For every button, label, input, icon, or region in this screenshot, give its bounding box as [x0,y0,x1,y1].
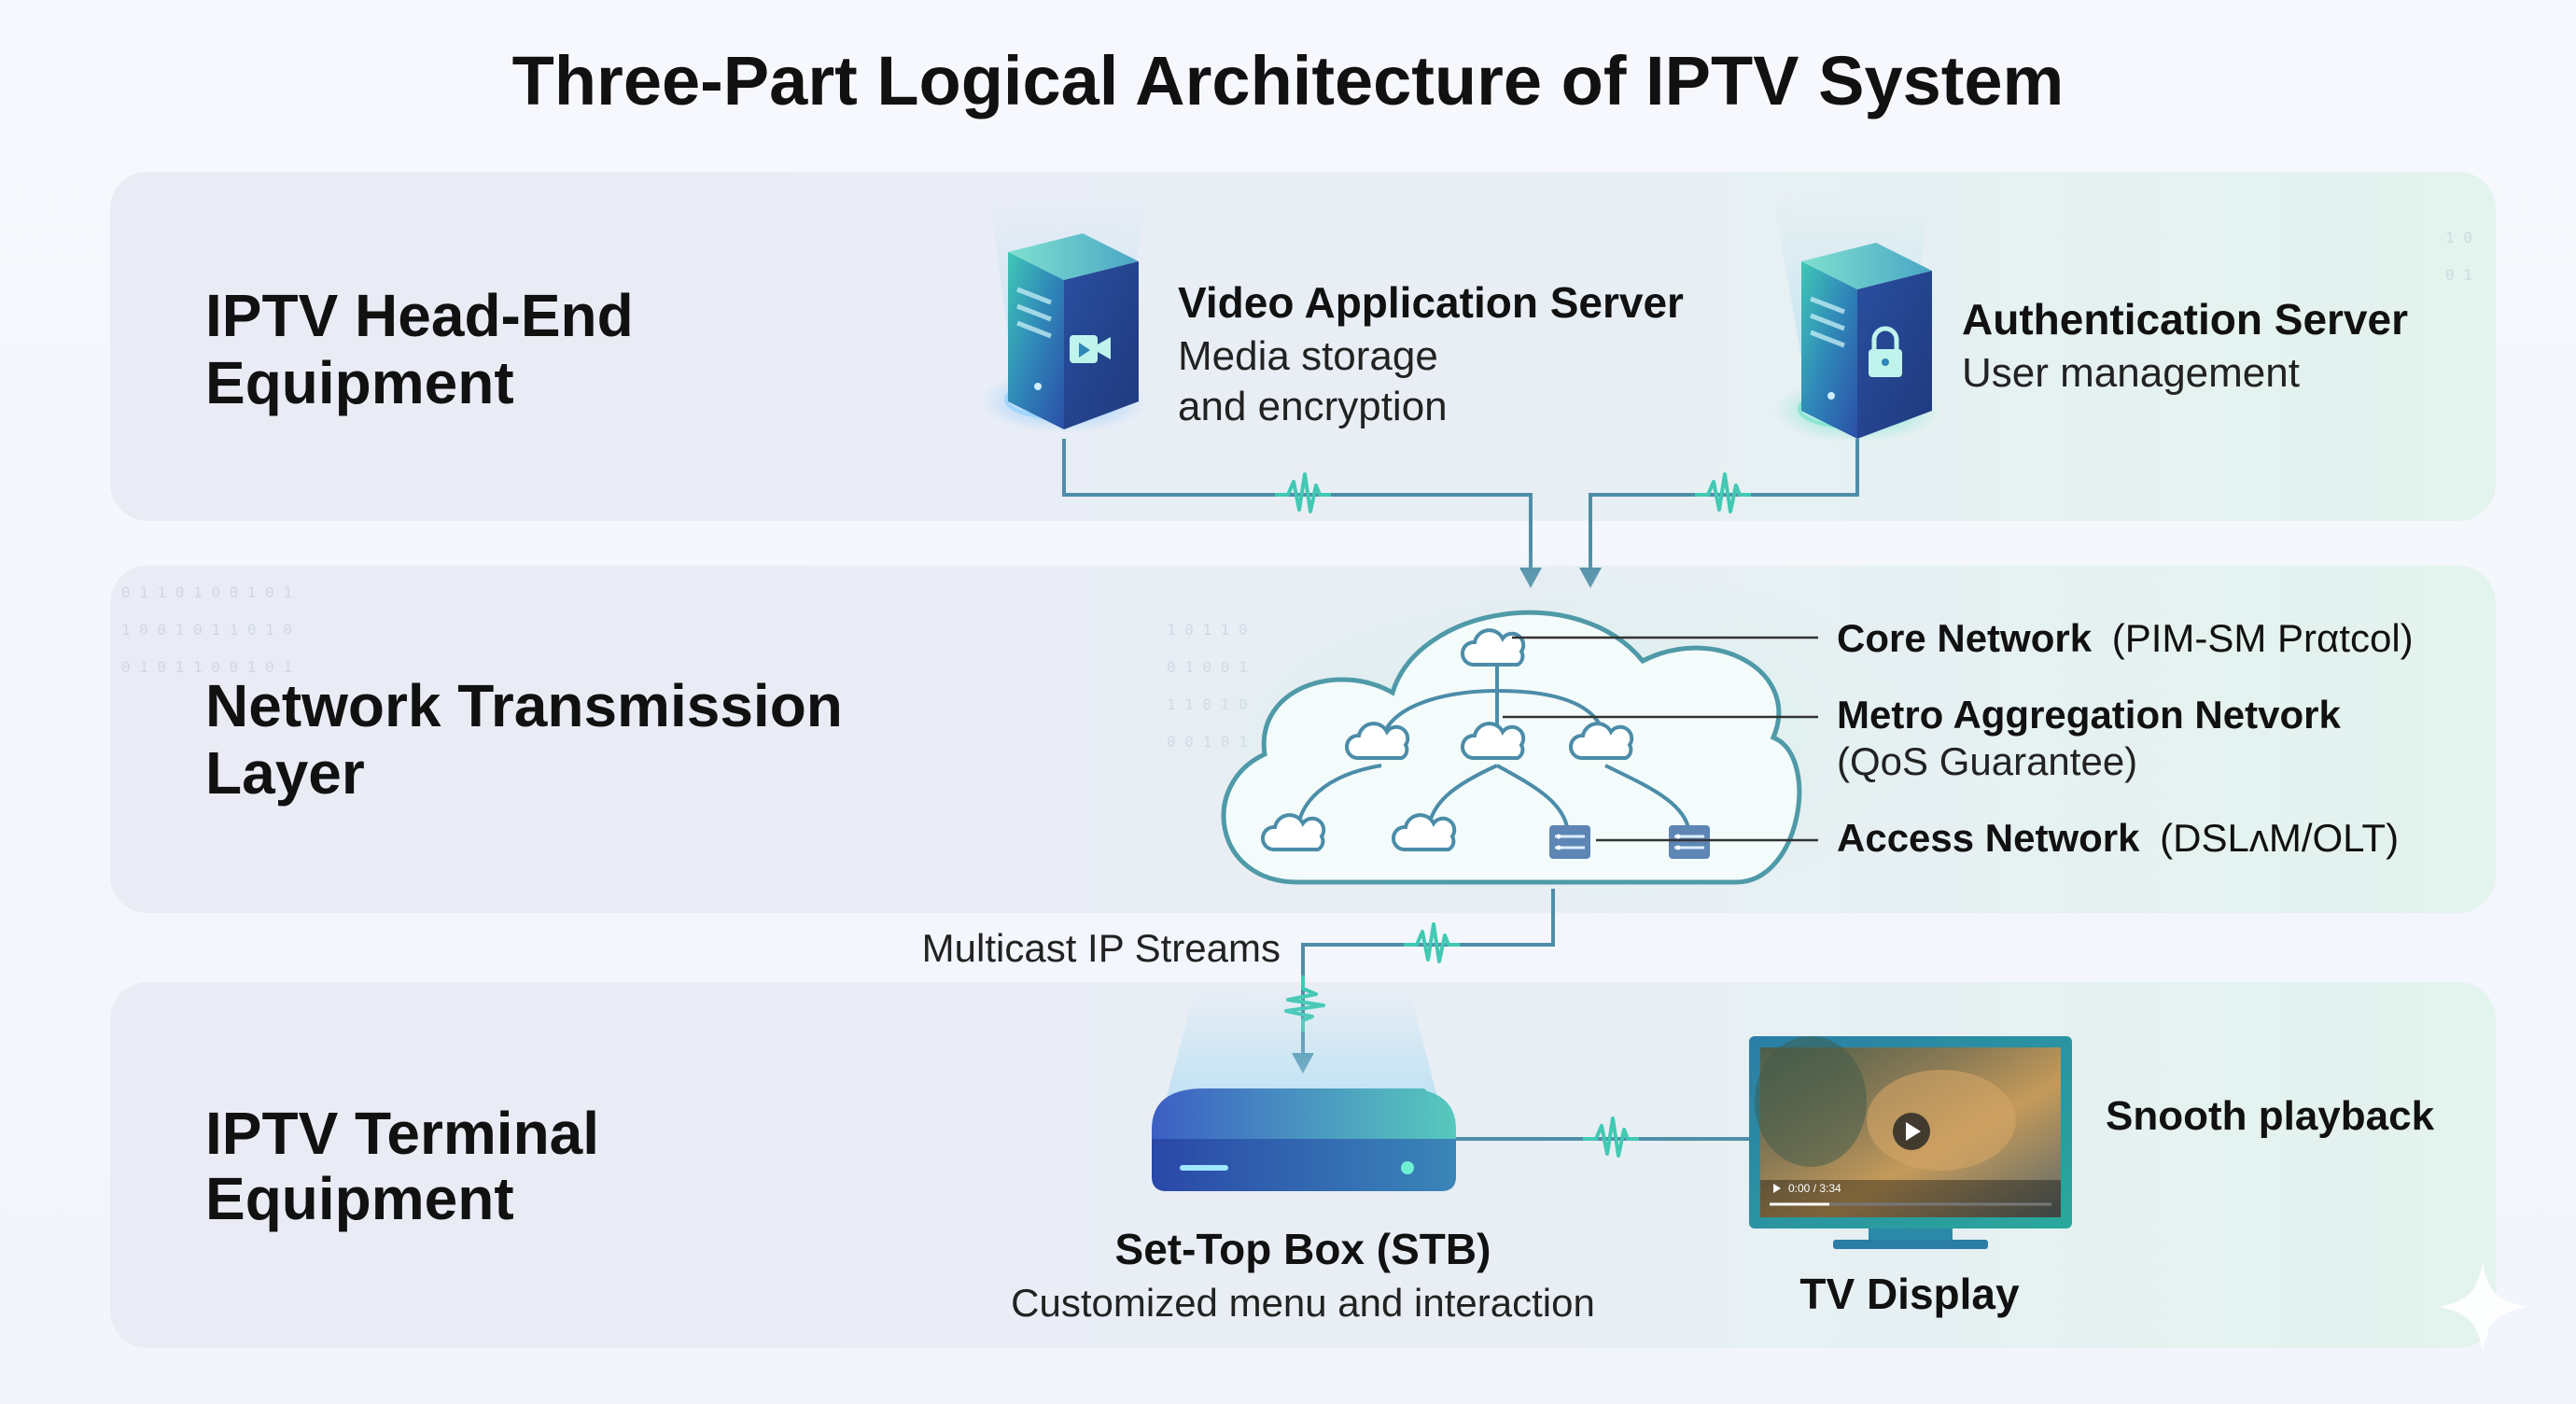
tier-leader-lines [1503,636,1818,842]
tier-core: Core Network (PIM-SM Prαtcol) [1837,616,2414,660]
lock-icon [1869,326,1902,377]
layer-label-network: Network Transmission Layer [205,672,860,807]
tier-metro-name: Metro Aggregation Nеtvork [1837,693,2341,737]
set-top-box [1152,990,1456,1191]
auth-server [1773,196,1941,442]
access-server-node [1547,823,1592,861]
svg-text:0 1 1 0 1 0 0 1 0 1: 0 1 1 0 1 0 0 1 0 1 [121,583,292,601]
tv-display [1749,1036,2072,1249]
tier-metro-detail: (QoS Guarantee) [1837,739,2137,783]
stream-label: Multicast IP Streams [922,926,1281,970]
access-server-node [1667,823,1712,861]
video-camera-icon [1070,335,1111,363]
video-server-name: Video Application Server [1178,278,1684,327]
auth-server-name: Authentication Server [1962,295,2408,344]
auth-server-desc: User management [1962,350,2300,396]
svg-text:1 0: 1 0 [2445,229,2472,246]
stb-desc: Customized menu and interaction [1011,1281,1595,1325]
video-server-desc: Media storage and encryption [1178,333,1449,429]
sparkle-watermark [2438,1262,2527,1352]
video-server [980,196,1148,433]
layer-label-terminal: IPTV Terminal Equipment [205,1100,616,1232]
play-icon[interactable] [1906,1122,1921,1141]
tier-access: Access Network (DSLᴧM/OLT) [1837,816,2399,860]
tv-player-time: 0:00 / 3:34 [1788,1182,1841,1195]
page-title: Three-Part Logical Architecture of IPTV … [512,42,2065,119]
layer-label-headend: IPTV Head-End Equipment [205,282,651,416]
tv-caption: Snooth playback [2106,1093,2435,1139]
tv-name: TV Display [1799,1270,2020,1318]
stb-name: Set-Top Box (STB) [1115,1225,1491,1273]
svg-text:0 1: 0 1 [2445,266,2472,284]
svg-text:0 1 0 1 1 0 0 1 0 1: 0 1 0 1 1 0 0 1 0 1 [121,658,292,676]
network-cloud [1139,551,1923,924]
signal-pulse [1402,922,1462,963]
svg-text:1 0 0 1 0 1 1 0 1 0: 1 0 0 1 0 1 1 0 1 0 [121,621,292,639]
